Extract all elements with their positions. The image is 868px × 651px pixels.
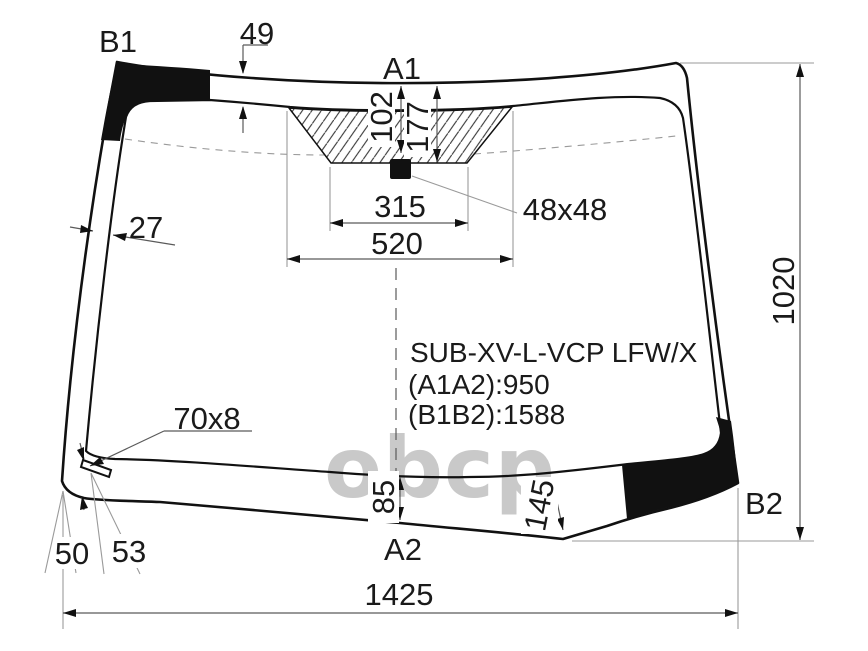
label-knockout [368,471,399,523]
label-knockout [371,228,424,258]
label-knockout [374,191,427,221]
corner-label-a1: A1 [383,51,421,86]
label-knockout [404,99,431,157]
corner-label-b2: B2 [745,486,783,521]
dim-49-label: 49 [240,16,274,51]
dim-102-label: 102 [364,91,399,143]
dim-27-label: 27 [129,210,163,245]
watermark-logo: obcp [324,419,556,517]
label-knockout [54,537,92,569]
ext-lines-1020 [572,62,814,542]
dim-line-49 [242,44,268,133]
ext-lines-315 [329,167,469,231]
mounting-slot [79,458,113,479]
corner-label-b1: B1 [99,24,137,59]
b1b2-distance-text: (B1B2):1588 [408,399,565,430]
dim-70x8-label: 70x8 [173,401,240,436]
dim-315-label: 315 [374,189,426,224]
part-code-text: SUB-XV-L-VCP LFW/X [410,337,698,368]
dim-85-label: 85 [366,480,401,514]
leader-line-70x8 [89,430,252,467]
part-info-block: SUB-XV-L-VCP LFW/X (A1A2):950 (B1B2):158… [408,337,698,430]
glass-outer-edge [60,60,740,541]
dim-48x48-label: 48x48 [523,192,607,227]
dim-1425-label: 1425 [365,577,434,612]
dimension-arrowheads [63,61,804,617]
label-knockout [368,89,395,147]
dim-53-label: 53 [112,534,146,569]
dim-520-label: 520 [371,226,423,261]
shade-band-dashed-line-left [124,138,325,156]
corner-label-a2: A2 [384,532,422,567]
dim-50-label: 50 [55,536,89,571]
ext-lines-520 [286,111,514,267]
leader-line-48x48 [411,175,518,214]
label-knockout [107,534,152,568]
ceramic-patch-top-left [101,63,210,141]
label-knockout [521,477,558,534]
shade-band-dashed-line-right [473,135,677,155]
a1a2-distance-text: (A1A2):950 [408,369,550,400]
rain-sensor-square [390,159,411,179]
ceramic-patch-bottom-right [622,417,738,519]
dim-1020-label: 1020 [766,257,801,326]
dim-177-label: 177 [400,101,435,153]
